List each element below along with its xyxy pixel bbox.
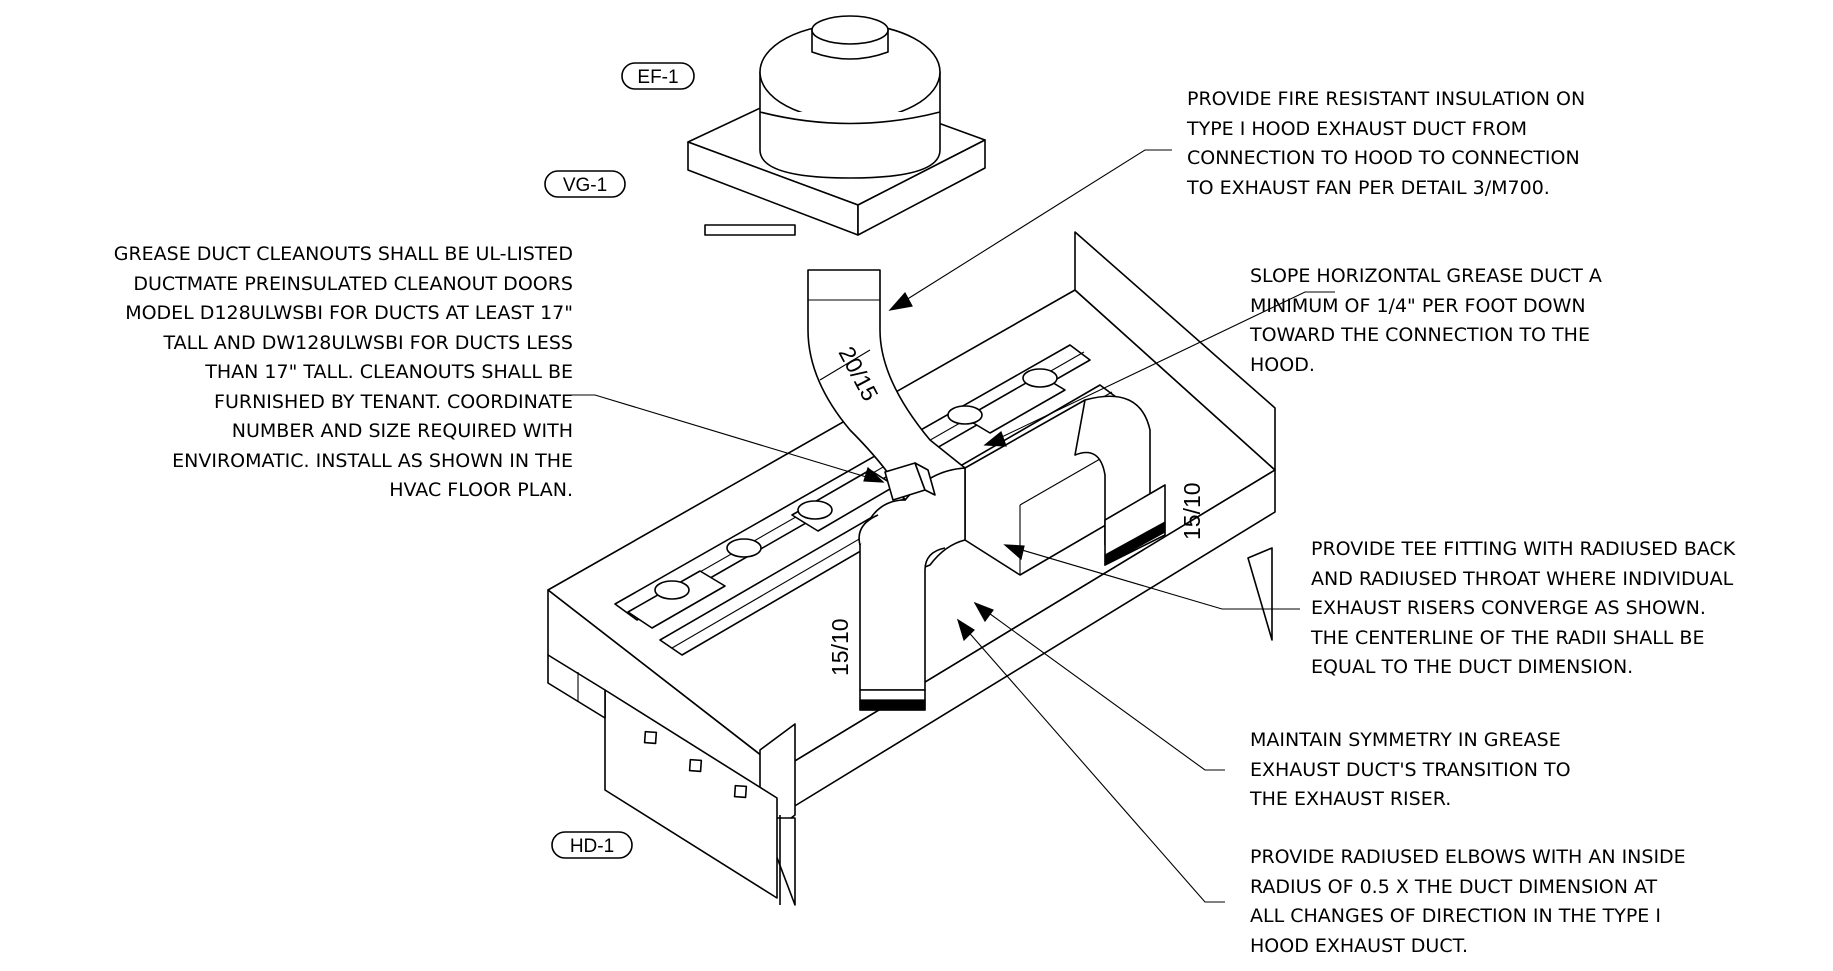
hood-filters bbox=[627, 368, 1066, 629]
note-slope-duct: SLOPE HORIZONTAL GREASE DUCT A MINIMUM O… bbox=[1250, 262, 1602, 380]
note-line: TOWARD THE CONNECTION TO THE bbox=[1250, 324, 1590, 346]
tag-hd1: HD-1 bbox=[551, 831, 633, 859]
dim-right-riser: 15/10 bbox=[1179, 482, 1205, 540]
cleanout-door bbox=[884, 462, 936, 501]
note-tee-fitting: PROVIDE TEE FITTING WITH RADIUSED BACK A… bbox=[1311, 535, 1735, 683]
tag-ef1: EF-1 bbox=[621, 62, 695, 90]
note-line: PROVIDE FIRE RESISTANT INSULATION ON bbox=[1187, 88, 1586, 110]
note-line: SLOPE HORIZONTAL GREASE DUCT A bbox=[1250, 265, 1602, 287]
note-line: EQUAL TO THE DUCT DIMENSION. bbox=[1311, 656, 1634, 678]
note-line: HVAC FLOOR PLAN. bbox=[389, 479, 573, 501]
note-line: THE EXHAUST RISER. bbox=[1250, 788, 1452, 810]
note-line: TALL AND DW128ULWSBI FOR DUCTS LESS bbox=[163, 331, 573, 354]
note-line: HOOD EXHAUST DUCT. bbox=[1250, 934, 1468, 957]
tag-vg1: VG-1 bbox=[544, 170, 626, 198]
dim-left-riser: 15/10 bbox=[827, 618, 853, 676]
leader-lines bbox=[570, 149, 1335, 903]
note-grease-cleanouts: GREASE DUCT CLEANOUTS SHALL BE UL-LISTED… bbox=[114, 240, 573, 506]
note-line: FURNISHED BY TENANT. COORDINATE bbox=[214, 390, 573, 413]
note-line: ALL CHANGES OF DIRECTION IN THE TYPE I bbox=[1250, 905, 1661, 927]
note-line: MODEL D128ULWSBI FOR DUCTS AT LEAST 17" bbox=[125, 302, 573, 324]
note-line: DUCTMATE PREINSULATED CLEANOUT DOORS bbox=[133, 272, 573, 295]
note-line: PROVIDE RADIUSED ELBOWS WITH AN INSIDE bbox=[1250, 846, 1686, 868]
exhaust-fan bbox=[687, 15, 986, 236]
note-line: MAINTAIN SYMMETRY IN GREASE bbox=[1250, 729, 1561, 751]
note-line: CONNECTION TO HOOD TO CONNECTION bbox=[1187, 147, 1580, 169]
note-line: AND RADIUSED THROAT WHERE INDIVIDUAL bbox=[1311, 567, 1734, 590]
note-line: EXHAUST RISERS CONVERGE AS SHOWN. bbox=[1311, 597, 1706, 619]
note-line: RADIUS OF 0.5 X THE DUCT DIMENSION AT bbox=[1250, 875, 1658, 898]
note-line: GREASE DUCT CLEANOUTS SHALL BE UL-LISTED bbox=[113, 243, 573, 265]
note-line: THE CENTERLINE OF THE RADII SHALL BE bbox=[1311, 626, 1705, 649]
tag-hd1-label: HD-1 bbox=[570, 836, 614, 857]
note-line: TO EXHAUST FAN PER DETAIL 3/M700. bbox=[1187, 176, 1550, 199]
note-radiused-elbows: PROVIDE RADIUSED ELBOWS WITH AN INSIDE R… bbox=[1250, 843, 1686, 961]
note-fire-insulation: PROVIDE FIRE RESISTANT INSULATION ON TYP… bbox=[1187, 85, 1585, 203]
note-line: MINIMUM OF 1/4" PER FOOT DOWN bbox=[1250, 294, 1586, 317]
grease-duct bbox=[807, 269, 1166, 711]
note-line: ENVIROMATIC. INSTALL AS SHOWN IN THE bbox=[172, 449, 573, 472]
note-line: HOOD. bbox=[1250, 353, 1315, 376]
note-line: TYPE I HOOD EXHAUST DUCT FROM bbox=[1187, 117, 1528, 140]
note-line: EXHAUST DUCT'S TRANSITION TO bbox=[1250, 758, 1571, 781]
tag-vg1-label: VG-1 bbox=[563, 175, 607, 196]
note-symmetry: MAINTAIN SYMMETRY IN GREASE EXHAUST DUCT… bbox=[1250, 726, 1571, 815]
note-line: THAN 17" TALL. CLEANOUTS SHALL BE bbox=[205, 361, 573, 383]
tag-ef1-label: EF-1 bbox=[637, 67, 678, 88]
note-line: NUMBER AND SIZE REQUIRED WITH bbox=[231, 420, 573, 442]
note-line: PROVIDE TEE FITTING WITH RADIUSED BACK bbox=[1311, 538, 1736, 560]
